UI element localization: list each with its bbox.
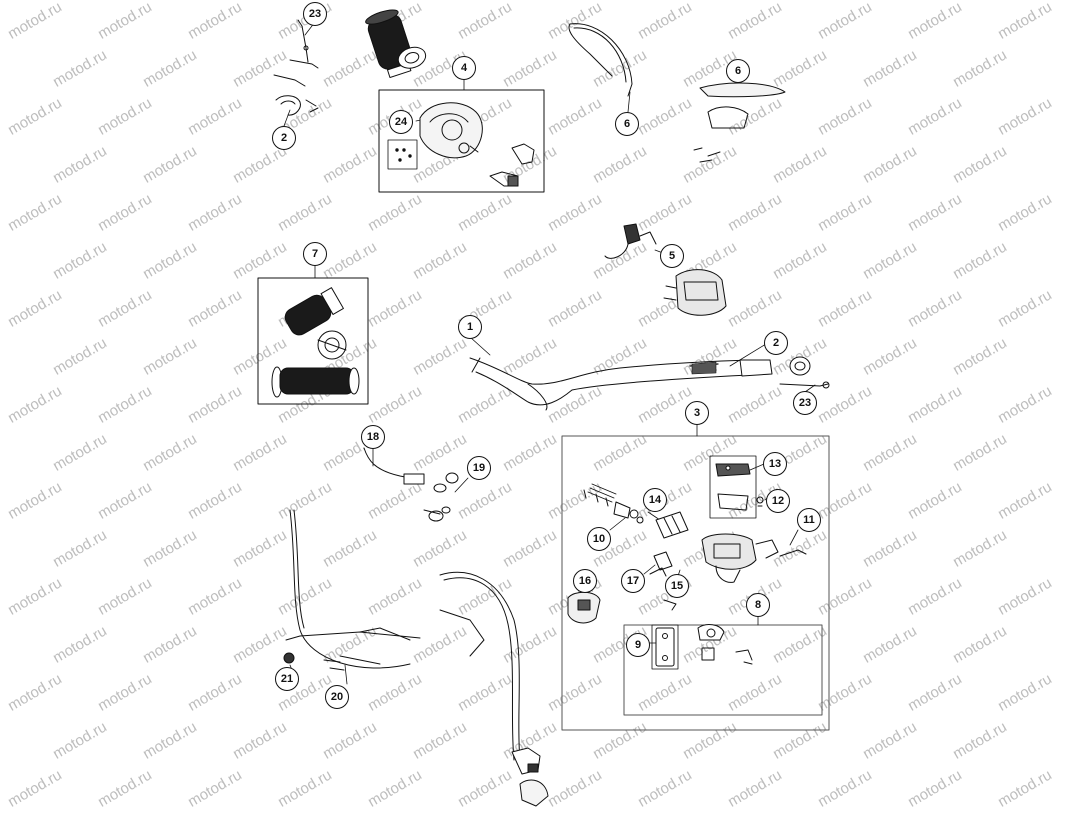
part-1-handlebar: [469, 356, 830, 411]
callout-16[interactable]: 16: [573, 569, 597, 593]
callout-3[interactable]: 3: [685, 401, 709, 425]
group-box-4: [378, 89, 545, 193]
part-8-switch: [697, 624, 753, 665]
group-box-8: [623, 624, 823, 716]
part-12-screw: [756, 496, 764, 507]
part-15-pin: [653, 551, 677, 611]
callout-12[interactable]: 12: [766, 489, 790, 513]
part-2-clamp-ring: [275, 95, 319, 116]
callout-2[interactable]: 2: [272, 126, 296, 150]
callout-6[interactable]: 6: [726, 59, 750, 83]
callout-6[interactable]: 6: [615, 112, 639, 136]
group-box-3: [561, 435, 830, 731]
callout-1[interactable]: 1: [458, 315, 482, 339]
part-9-plate: [655, 627, 675, 667]
part-19-bolts: [423, 472, 459, 522]
part-10-piston-spring: [583, 483, 644, 524]
callout-8[interactable]: 8: [746, 593, 770, 617]
part-20-washers: [323, 659, 345, 671]
part-6-cover: [693, 82, 786, 163]
part-6-cable: [568, 23, 633, 97]
part-23-bolt: [273, 19, 319, 87]
callout-14[interactable]: 14: [643, 488, 667, 512]
group-box-7: [257, 277, 369, 405]
callout-2[interactable]: 2: [764, 331, 788, 355]
caliper-bottom: [511, 747, 549, 807]
callout-5[interactable]: 5: [660, 244, 684, 268]
brake-hose: [285, 509, 521, 761]
callout-24[interactable]: 24: [389, 110, 413, 134]
callout-4[interactable]: 4: [452, 56, 476, 80]
part-4-throttle-housing: [395, 102, 535, 187]
group-box-9-inner: [651, 624, 679, 670]
leader-lines: [283, 21, 816, 685]
part-18-hose: [363, 447, 425, 485]
callout-9[interactable]: 9: [626, 633, 650, 657]
group-box-13-inner: [709, 455, 757, 519]
callout-13[interactable]: 13: [763, 452, 787, 476]
callout-23[interactable]: 23: [303, 2, 327, 26]
callout-21[interactable]: 21: [275, 667, 299, 691]
part-17-bolt: [649, 567, 667, 577]
callout-17[interactable]: 17: [621, 569, 645, 593]
part-14-boot: [655, 511, 689, 539]
callout-23[interactable]: 23: [793, 391, 817, 415]
callout-20[interactable]: 20: [325, 685, 349, 709]
callout-7[interactable]: 7: [303, 242, 327, 266]
part-21-nut: [283, 652, 295, 664]
callout-18[interactable]: 18: [361, 425, 385, 449]
part-7-grips: [271, 287, 360, 398]
part-13-reservoir-cap: [715, 463, 751, 511]
part-5-switch: [604, 223, 727, 316]
callout-19[interactable]: 19: [467, 456, 491, 480]
callout-11[interactable]: 11: [797, 508, 821, 532]
part-11-master-cylinder: [701, 533, 807, 583]
callout-10[interactable]: 10: [587, 527, 611, 551]
group-box-24-inner: [387, 139, 418, 170]
part-grip-top: [365, 9, 427, 78]
part-16-lever-bracket: [567, 591, 601, 624]
callout-15[interactable]: 15: [665, 574, 689, 598]
